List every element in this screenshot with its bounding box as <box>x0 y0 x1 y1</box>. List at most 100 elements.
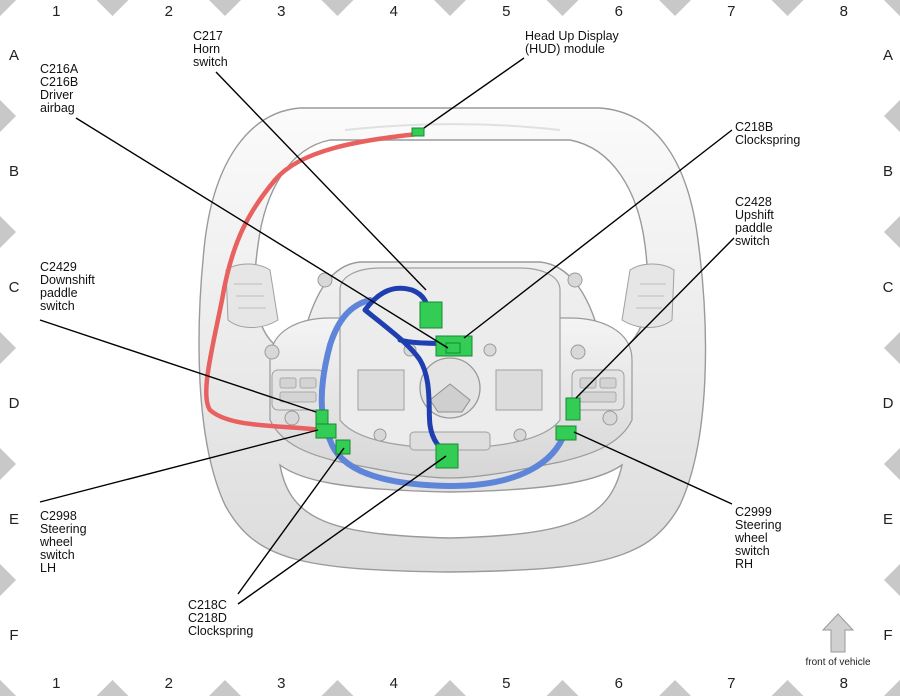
grid-label: 4 <box>390 675 398 692</box>
svg-text:RH: RH <box>735 557 753 571</box>
svg-text:Driver: Driver <box>40 88 73 102</box>
border-chevron <box>771 680 804 696</box>
svg-text:front of vehicle: front of vehicle <box>805 657 870 668</box>
border-chevron <box>884 332 900 364</box>
c2999-line: wheel <box>734 531 768 545</box>
border-chevron <box>0 564 16 596</box>
callout-c218cd: C218C C218D Clockspring <box>188 598 253 638</box>
c2998-line: C2998 <box>40 509 77 523</box>
svg-text:C216B: C216B <box>40 75 78 89</box>
border-chevron <box>659 680 691 696</box>
hud-connector <box>411 127 425 137</box>
svg-text:C218D: C218D <box>188 611 227 625</box>
grid-label: 7 <box>727 3 735 20</box>
grid-label: 4 <box>390 3 398 20</box>
border-chevron <box>884 100 900 132</box>
c217-connector <box>419 301 443 329</box>
c216-line: Driver <box>40 88 73 102</box>
svg-text:airbag: airbag <box>40 101 75 115</box>
border-chevron <box>434 0 466 16</box>
c2428-line: switch <box>735 234 770 248</box>
c2998-line: LH <box>40 561 56 575</box>
hud-line: Head Up Display <box>525 29 620 43</box>
callout-c2998: C2998 Steering wheel switch LH <box>39 509 87 575</box>
grid-label: 1 <box>52 675 60 692</box>
grid-label: 1 <box>52 3 60 20</box>
grid-label: C <box>883 279 894 296</box>
callout-c218b: C218B Clockspring <box>735 120 800 147</box>
callout-c2999: C2999 Steering wheel switch RH <box>734 505 782 571</box>
svg-text:Clockspring: Clockspring <box>735 133 800 147</box>
svg-text:paddle: paddle <box>735 221 773 235</box>
svg-text:switch: switch <box>735 544 770 558</box>
grid-label: 5 <box>502 675 510 692</box>
svg-text:C2429: C2429 <box>40 260 77 274</box>
border-chevron <box>209 0 241 16</box>
svg-text:Upshift: Upshift <box>735 208 774 222</box>
c217-line: C217 <box>193 29 223 43</box>
grid-label: E <box>9 511 19 528</box>
callout-c2428: C2428 Upshift paddle switch <box>735 195 774 248</box>
c2999-line: C2999 <box>735 505 772 519</box>
c2429-line: paddle <box>40 286 78 300</box>
grid-label: 7 <box>727 675 735 692</box>
up-arrow-icon <box>821 613 855 653</box>
border-chevron <box>0 680 16 696</box>
border-chevron <box>321 680 354 696</box>
grid-label: 8 <box>840 675 848 692</box>
grid-label: A <box>883 47 893 64</box>
c218cd-line: Clockspring <box>188 624 253 638</box>
c2998-line: wheel <box>39 535 73 549</box>
svg-text:Head Up Display: Head Up Display <box>525 29 620 43</box>
hud-harness <box>203 131 421 433</box>
grid-label: D <box>883 395 894 412</box>
c216-line: C216B <box>40 75 78 89</box>
c218b-line: C218B <box>735 120 773 134</box>
border-chevron <box>771 0 804 16</box>
svg-text:switch: switch <box>40 548 75 562</box>
c2429-line: C2429 <box>40 260 77 274</box>
grid-label: C <box>9 279 20 296</box>
callout-c216: C216A C216B Driver airbag <box>40 62 79 115</box>
border-chevron <box>0 0 16 16</box>
svg-text:LH: LH <box>40 561 56 575</box>
svg-text:C218B: C218B <box>735 120 773 134</box>
svg-text:Horn: Horn <box>193 42 220 56</box>
grid-label: D <box>9 395 20 412</box>
c2999-line: RH <box>735 557 753 571</box>
c217-line: Horn <box>193 42 220 56</box>
connectors <box>315 127 581 469</box>
grid-label: 2 <box>165 3 173 20</box>
c2428-line: C2428 <box>735 195 772 209</box>
c2998-line: Steering <box>40 522 87 536</box>
svg-text:switch: switch <box>40 299 75 313</box>
c2428-line: paddle <box>735 221 773 235</box>
svg-text:switch: switch <box>193 55 228 69</box>
c2998-line: switch <box>40 548 75 562</box>
svg-text:wheel: wheel <box>734 531 768 545</box>
border-chevron <box>884 448 900 480</box>
border-chevron <box>546 680 579 696</box>
svg-text:C218C: C218C <box>188 598 227 612</box>
c2999-connector <box>555 425 577 441</box>
grid-label: 6 <box>615 3 623 20</box>
svg-text:Clockspring: Clockspring <box>188 624 253 638</box>
grid-label: F <box>883 627 892 644</box>
grid-label: E <box>883 511 893 528</box>
hud-line: (HUD) module <box>525 42 605 56</box>
border-chevron <box>0 332 16 364</box>
border-chevron <box>434 680 466 696</box>
c216-line: airbag <box>40 101 75 115</box>
svg-text:C217: C217 <box>193 29 223 43</box>
leader-lines <box>39 57 735 605</box>
svg-text:C2999: C2999 <box>735 505 772 519</box>
svg-text:wheel: wheel <box>39 535 73 549</box>
border-chevron <box>884 680 900 696</box>
front-of-vehicle-indicator: front of vehicle <box>805 613 871 668</box>
c2999-line: switch <box>735 544 770 558</box>
grid-label: 8 <box>840 3 848 20</box>
grid-label: B <box>9 163 19 180</box>
